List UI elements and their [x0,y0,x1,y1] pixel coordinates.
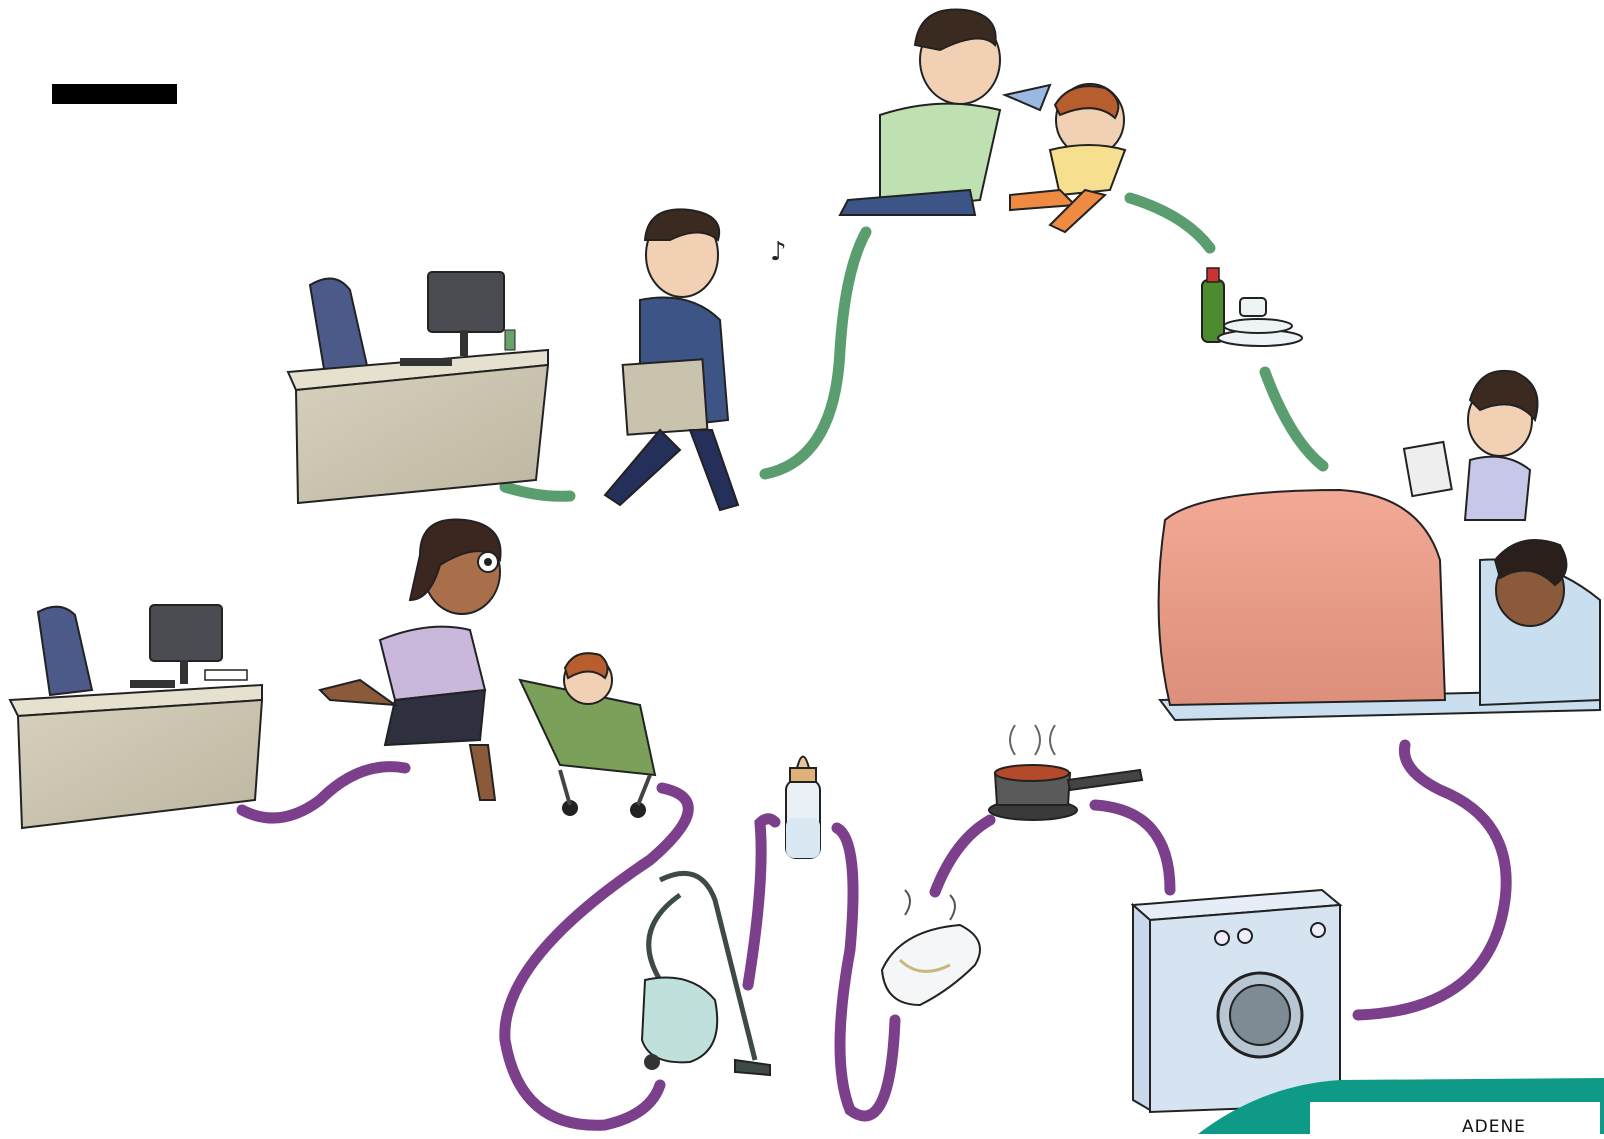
baby-bottle [786,757,820,859]
corner-logo-text: ADENE [1462,1117,1526,1137]
father-route-path [505,198,1323,496]
parents-in-bed [1159,371,1600,720]
father-playing-with-child [840,9,1125,232]
dirty-diaper [882,890,980,1005]
dishes-and-soap [1202,268,1302,346]
father-office-desk [288,272,548,503]
father-walking-figure: ♪ [605,209,787,510]
mother-office-desk [10,605,262,828]
redacted-bar [52,84,177,104]
svg-text:♪: ♪ [770,237,787,267]
washing-machine [1133,890,1340,1112]
